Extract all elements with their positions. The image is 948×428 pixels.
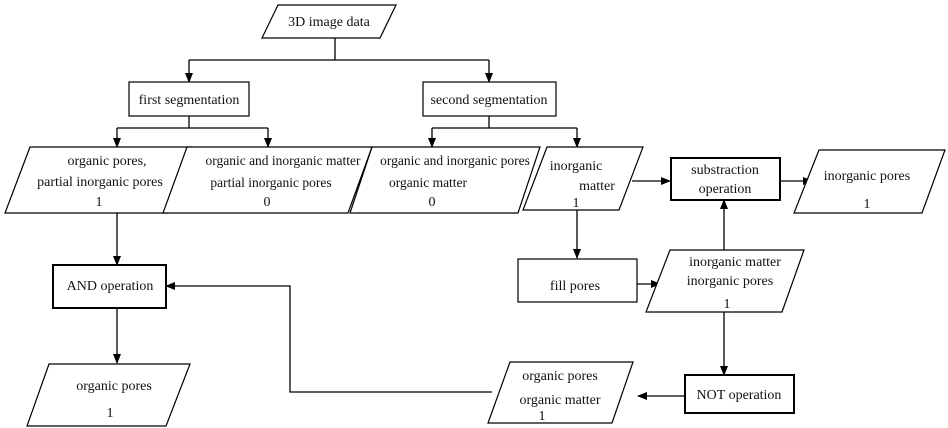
node-p2-line-1: organic and inorganic matter	[205, 153, 361, 168]
node-p5-line-1: inorganic matter	[689, 255, 781, 270]
node-p3-value: 0	[429, 195, 436, 210]
node-3d-image-data-label: 3D image data	[288, 15, 370, 30]
node-organic-pores-organic-matter: organic pores organic matter 1	[487, 361, 634, 424]
node-organic-inorganic-pores-organic-matter: organic and inorganic pores organic matt…	[349, 146, 541, 214]
node-3d-image-data: 3D image data	[261, 4, 397, 39]
node-first-segmentation-label: first segmentation	[139, 93, 240, 108]
node-second-segmentation: second segmentation	[422, 81, 557, 117]
node-not-operation-label: NOT operation	[697, 388, 782, 403]
node-p3-line-2: organic matter	[389, 175, 468, 190]
node-not-operation: NOT operation	[684, 374, 795, 414]
node-organic-inorganic-matter-partial-pores: organic and inorganic matter partial ino…	[162, 146, 373, 214]
node-p2-value: 0	[264, 195, 271, 210]
node-inorganic-pores-result: inorganic pores 1	[793, 149, 946, 214]
node-inorganic-pores-value: 1	[864, 197, 871, 212]
node-organic-pores-partial-inorganic-pores: organic pores, partial inorganic pores 1	[4, 146, 193, 214]
node-p1-line-2: partial inorganic pores	[37, 175, 163, 190]
node-p6-line-1: organic pores	[522, 369, 598, 384]
node-subtraction-line-1: substraction	[691, 163, 759, 178]
node-inorganic-matter: inorganic matter 1	[522, 146, 644, 211]
node-p2-line-2: partial inorganic pores	[210, 175, 331, 190]
node-p4-line-1: inorganic	[550, 159, 603, 174]
node-and-operation-label: AND operation	[67, 279, 154, 294]
node-p5-line-2: inorganic pores	[687, 274, 773, 289]
node-p7-value: 1	[107, 406, 114, 421]
node-p6-line-2: organic matter	[520, 393, 601, 408]
node-p4-value: 1	[573, 196, 580, 211]
node-subtraction-line-2: operation	[699, 182, 752, 197]
node-p6-value: 1	[539, 409, 546, 424]
node-p1-value: 1	[96, 195, 103, 210]
node-p1-line-1: organic pores,	[67, 154, 146, 169]
edge-p6-to-and	[165, 282, 492, 393]
node-p7-line-1: organic pores	[76, 379, 152, 394]
node-and-operation: AND operation	[52, 264, 167, 309]
node-p3-line-1: organic and inorganic pores	[380, 153, 530, 168]
node-first-segmentation: first segmentation	[128, 81, 250, 117]
node-second-segmentation-label: second segmentation	[430, 93, 547, 108]
node-p4-line-2: matter	[579, 179, 615, 194]
node-organic-pores-result: organic pores 1	[26, 363, 191, 427]
node-inorganic-matter-inorganic-pores: inorganic matter inorganic pores 1	[645, 249, 805, 313]
node-p5-value: 1	[724, 297, 731, 312]
node-inorganic-pores-line-1: inorganic pores	[824, 169, 910, 184]
node-substraction-operation: substraction operation	[670, 157, 781, 201]
node-fill-pores: fill pores	[517, 258, 638, 303]
node-fill-pores-label: fill pores	[550, 279, 600, 294]
